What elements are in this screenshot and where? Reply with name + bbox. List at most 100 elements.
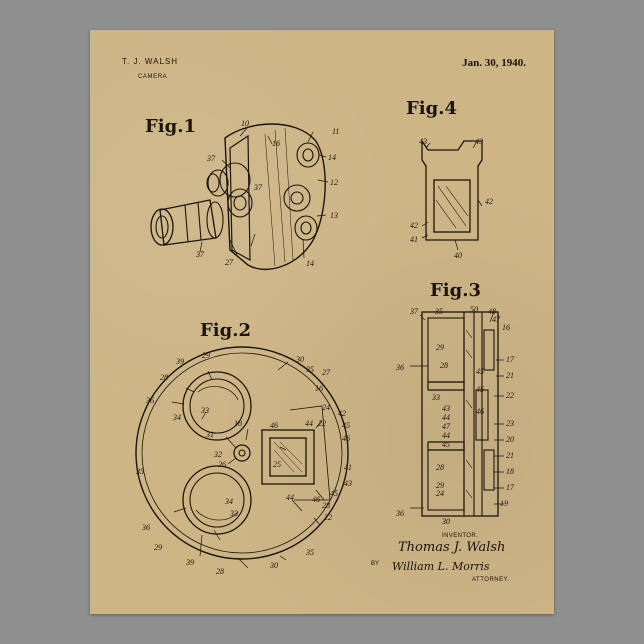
ref-numeral: 28 xyxy=(440,361,448,370)
camera-body xyxy=(230,136,250,260)
ref-numeral: 28 xyxy=(160,373,168,382)
ref-numeral: 45 xyxy=(342,421,350,430)
ref-numeral: 28 xyxy=(322,501,330,510)
figure-2-turret-plan-drawing: Fig.2 29 30 xyxy=(135,320,352,576)
figure-4-label: Fig.4 xyxy=(406,98,457,119)
ref-numeral: 34 xyxy=(172,413,181,422)
lens-well-upper-shading xyxy=(198,386,238,400)
ref-numeral: 43 xyxy=(419,137,427,146)
ref-numeral: 42 xyxy=(410,221,418,230)
ref-numeral: 24 xyxy=(322,403,330,412)
front-lens-upper-ring xyxy=(220,163,250,197)
ref-numeral: 36 xyxy=(395,509,404,518)
ref-numeral: 39 xyxy=(175,357,184,366)
ref-numeral: 37 xyxy=(206,154,216,163)
lens-barrel-ring-2 xyxy=(198,202,201,240)
ref-numeral: 44 xyxy=(442,413,450,422)
ref-numeral: 19 xyxy=(500,499,508,508)
turret-knob xyxy=(284,185,310,211)
ref-numeral: 18 xyxy=(506,467,514,476)
ref-numeral: 47 xyxy=(442,422,451,431)
inventor-signature: Thomas J. Walsh xyxy=(398,540,505,555)
ref-numeral: 43 xyxy=(475,137,483,146)
ref-numeral: 41 xyxy=(344,463,352,472)
ref-numeral: 27 xyxy=(225,258,234,267)
ref-numeral: 42 xyxy=(338,409,346,418)
ref-numeral: 46 xyxy=(312,495,320,504)
attorney-signature: William L. Morris xyxy=(392,560,490,573)
figure-1-camera-drawing: Fig.1 xyxy=(145,116,339,269)
ref-numeral: 22 xyxy=(506,391,514,400)
ref-numeral: 46 xyxy=(476,407,484,416)
lens-well-upper xyxy=(183,372,251,440)
ref-numeral: 36 xyxy=(141,523,150,532)
ref-numeral: 36 xyxy=(395,363,404,372)
section-pressure-plate-lower xyxy=(484,450,494,490)
patent-subject: CAMERA xyxy=(138,74,167,80)
ref-numeral: 35 xyxy=(305,365,314,374)
ref-numeral: 33 xyxy=(431,393,440,402)
ref-numeral: 31 xyxy=(205,430,214,439)
ref-numeral: 13 xyxy=(330,211,338,220)
turret-pivot-pin xyxy=(239,450,245,456)
ref-numeral: 29 xyxy=(202,351,210,360)
patent-date: Jan. 30, 1940. xyxy=(462,57,526,69)
ref-numeral: 27 xyxy=(322,368,331,377)
lens-well-lower-inner xyxy=(190,473,244,527)
figure-1-label: Fig.1 xyxy=(145,116,196,137)
figure-3-leader-lines xyxy=(410,312,504,508)
ref-numeral: 28 xyxy=(436,463,444,472)
section-upper-bore xyxy=(428,318,464,382)
turret-pivot xyxy=(234,445,250,461)
ref-numeral: 28 xyxy=(216,567,224,576)
turret-lens-lower xyxy=(295,216,317,240)
ref-numeral: 22 xyxy=(324,513,332,522)
ref-numeral: 33 xyxy=(200,406,209,415)
ref-numeral: 30 xyxy=(295,355,304,364)
figure-4-leader-lines xyxy=(422,143,482,250)
inventor-label: INVENTOR. xyxy=(442,533,478,539)
ref-numeral: 47 xyxy=(492,315,501,324)
ref-numeral: 16 xyxy=(272,139,280,148)
ref-numeral: 12 xyxy=(330,178,338,187)
ref-numeral: 21 xyxy=(506,451,514,460)
section-pressure-plate-upper xyxy=(484,330,494,370)
ref-numeral: 41 xyxy=(410,235,418,244)
turret-lens-upper xyxy=(297,143,319,167)
ref-numeral: 30 xyxy=(441,517,450,526)
turret-lens-lower-inner xyxy=(301,222,311,234)
ref-numeral: 16 xyxy=(502,323,510,332)
ref-numeral: 42 xyxy=(485,197,493,206)
figure-1-reference-numerals: 10 16 11 14 37 12 37 13 14 37 27 xyxy=(195,119,339,268)
ref-numeral: 35 xyxy=(305,548,314,557)
ref-numeral: 23 xyxy=(506,419,514,428)
section-lower-bore xyxy=(428,450,464,510)
ref-numeral: 45 xyxy=(476,367,484,376)
ref-numeral: 44 xyxy=(286,493,294,502)
ref-numeral: 37 xyxy=(409,307,419,316)
ref-numeral: 43 xyxy=(344,479,352,488)
ref-numeral: 44 xyxy=(305,419,313,428)
ref-numeral: 24 xyxy=(436,489,444,498)
lens-barrel-ring xyxy=(185,205,188,242)
lens-well-lower xyxy=(183,466,251,534)
section-upper-plate xyxy=(428,382,464,390)
ref-numeral: 21 xyxy=(506,371,514,380)
ref-numeral: 20 xyxy=(506,435,514,444)
ref-numeral: 16 xyxy=(315,384,323,393)
ref-numeral: 36 xyxy=(145,396,154,405)
ref-numeral: 44 xyxy=(442,431,450,440)
ref-numeral: 14 xyxy=(328,153,336,162)
ref-numeral: 18 xyxy=(234,419,242,428)
ref-numeral: 10 xyxy=(241,119,249,128)
body-shading xyxy=(265,128,293,266)
ref-numeral: 40 xyxy=(454,251,462,260)
ref-numeral: 29 xyxy=(436,343,444,352)
figure-2-label: Fig.2 xyxy=(200,320,251,341)
ref-numeral: 11 xyxy=(332,127,339,136)
film-gate-glass-hatching xyxy=(436,186,468,228)
ref-numeral: 37 xyxy=(195,250,205,259)
ref-numeral: 14 xyxy=(306,259,314,268)
ref-numeral: 45 xyxy=(442,440,450,449)
